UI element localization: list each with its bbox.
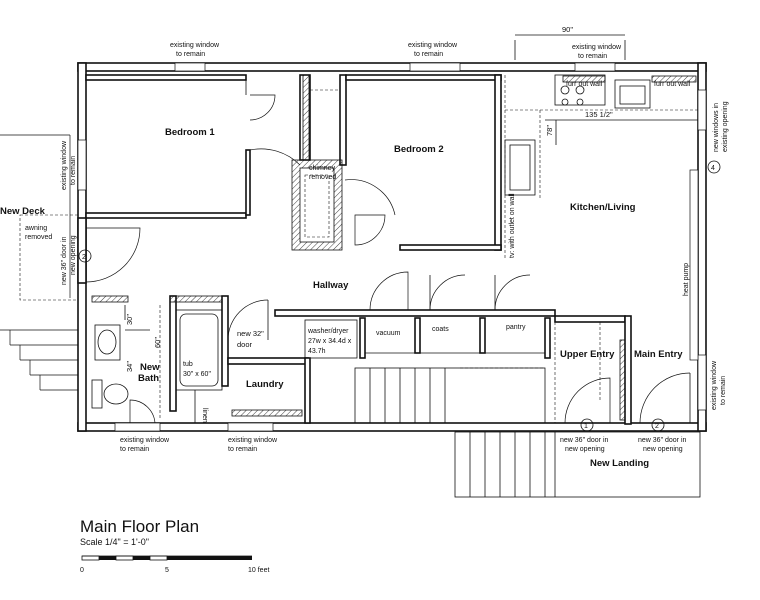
note-tub-1: tub <box>183 361 193 368</box>
note-window-bottom-left-2: to remain <box>120 446 149 453</box>
room-new-bath-line1: New <box>140 362 160 373</box>
note-window-bottom-left-1: existing window <box>120 437 170 444</box>
plan-scale: Scale 1/4" = 1'-0" <box>80 537 149 547</box>
closet-vacuum: vacuum <box>376 330 401 337</box>
note-window-right-top-1: new windows in <box>713 103 720 152</box>
note-window-top-mid-2: to remain <box>414 51 443 58</box>
marker-door-2: 2 <box>655 423 659 430</box>
note-fur-out-wall-2: furr out wall <box>654 81 691 88</box>
exterior-walls <box>77 62 707 432</box>
note-washer-dryer-2: 27w x 34.4d x <box>308 338 352 345</box>
note-window-right-bottom-2: to remain <box>720 376 727 405</box>
closet-coats: coats <box>432 326 449 333</box>
note-heat-pump: heat pump <box>683 263 690 296</box>
note-washer-dryer-3: 43.7h <box>308 348 326 355</box>
note-window-top-right-2: to remain <box>578 53 607 60</box>
dim-top-90: 90" <box>562 25 573 34</box>
note-tub-2: 30" x 60" <box>183 371 211 378</box>
note-window-top-left-1: existing window <box>170 42 220 49</box>
closet-pantry: pantry <box>506 324 526 331</box>
dim-kitchen-depth: 78" <box>545 125 554 136</box>
note-new-32-door-1: new 32" <box>237 329 264 338</box>
closets <box>274 271 556 359</box>
note-awning-2: removed <box>25 234 52 241</box>
note-door-1-line1: new 36" door in <box>560 437 609 444</box>
door-markers <box>78 160 721 432</box>
room-new-landing: New Landing <box>590 458 649 469</box>
closet-linen: linen <box>201 408 208 423</box>
dim-bath-34: 34" <box>125 361 134 372</box>
dim-kitchen-width: 135 1/2" <box>585 110 613 119</box>
note-door-1-line2: new opening <box>565 446 605 453</box>
new-landing <box>454 431 701 498</box>
room-new-deck: New Deck <box>0 206 46 217</box>
bedroom-1-walls <box>85 74 347 219</box>
note-window-left-1: existing window <box>61 140 68 190</box>
stairs <box>354 367 546 424</box>
room-upper-entry: Upper Entry <box>560 349 615 360</box>
marker-window-4: 4 <box>711 165 715 172</box>
note-chimney-1: chimney <box>309 165 336 172</box>
note-door-2-line2: new opening <box>643 446 683 453</box>
entry-walls <box>554 315 691 425</box>
note-window-top-left-2: to remain <box>176 51 205 58</box>
note-window-bottom-mid-1: existing window <box>228 437 278 444</box>
room-laundry: Laundry <box>246 379 284 390</box>
room-kitchen-living: Kitchen/Living <box>570 202 636 213</box>
room-bedroom-1: Bedroom 1 <box>165 127 215 138</box>
note-chimney-2: removed <box>309 174 336 181</box>
dim-bath-60: 60" <box>153 337 162 348</box>
note-window-right-bottom-1: existing window <box>711 360 718 410</box>
room-bedroom-2: Bedroom 2 <box>394 144 444 155</box>
room-main-entry: Main Entry <box>634 349 683 360</box>
note-washer-dryer-1: washer/dryer <box>307 328 349 335</box>
note-fur-out-wall-1: furr out wall <box>566 81 603 88</box>
room-new-bath-line2: Bath <box>138 373 159 384</box>
note-awning-1: awning <box>25 225 47 232</box>
chimney <box>291 159 343 251</box>
note-door-2-line1: new 36" door in <box>638 437 687 444</box>
note-left-door-1: new 36" door in <box>61 236 68 285</box>
dim-bath-30: 30" <box>125 314 134 325</box>
note-window-top-right-1: existing window <box>572 44 622 51</box>
kitchen-fixtures <box>504 34 698 260</box>
scale-tick-10: 10 feet <box>248 567 269 574</box>
scale-bar <box>81 555 252 561</box>
plan-title: Main Floor Plan <box>80 517 199 536</box>
note-window-bottom-mid-2: to remain <box>228 446 257 453</box>
note-window-top-mid-1: existing window <box>408 42 458 49</box>
note-window-right-top-2: existing opening <box>722 101 729 152</box>
scale-tick-5: 5 <box>165 567 169 574</box>
note-left-door-2: new opening <box>70 235 77 275</box>
note-tv-wall: tv: with outlet on wall <box>509 193 516 258</box>
note-window-left-2: to remain <box>70 156 77 185</box>
marker-left-door: 2 <box>82 254 86 261</box>
scale-tick-0: 0 <box>80 567 84 574</box>
room-hallway: Hallway <box>313 280 349 291</box>
note-new-32-door-2: door <box>237 340 253 349</box>
laundry <box>227 299 358 424</box>
bedroom-2-walls <box>344 74 502 251</box>
bathroom <box>91 295 229 424</box>
marker-door-1: 1 <box>584 423 588 430</box>
